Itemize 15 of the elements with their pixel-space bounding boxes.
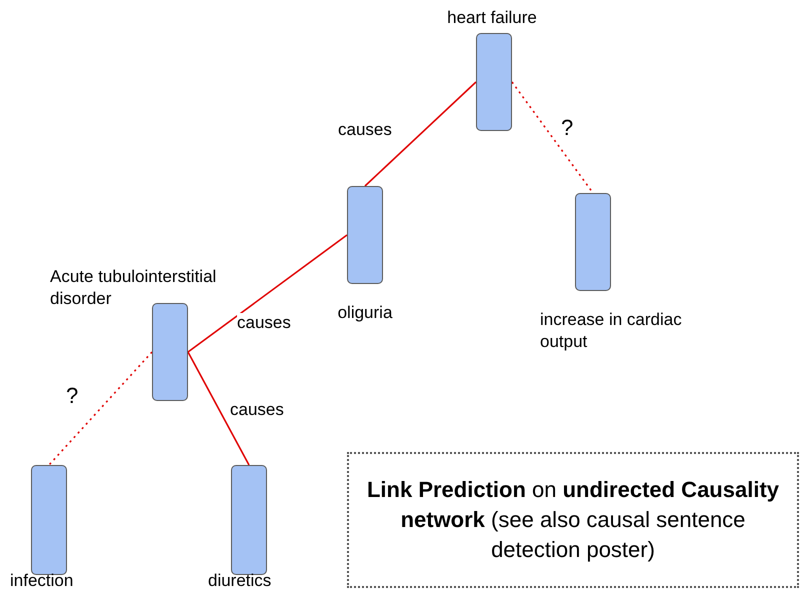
edge-label: ? xyxy=(66,386,78,406)
connector-line xyxy=(187,352,250,466)
note-text: Link Prediction on undirected Causality network (see also causal sentence detection poster) xyxy=(366,476,780,564)
node-label: heart failure xyxy=(446,7,538,29)
connector-line xyxy=(188,234,348,353)
node-label: diuretics xyxy=(208,570,272,590)
node-label: increase in cardiac output xyxy=(540,309,683,353)
node-label: oliguria xyxy=(336,302,394,324)
node-label: infection xyxy=(10,570,74,590)
edge-label: ? xyxy=(561,118,574,138)
node-label: Acute tubulointerstitial disorder xyxy=(50,266,218,310)
connector-line xyxy=(364,81,477,187)
note-box xyxy=(347,452,799,588)
dotted-line xyxy=(48,351,153,466)
dotted-line xyxy=(511,82,594,194)
